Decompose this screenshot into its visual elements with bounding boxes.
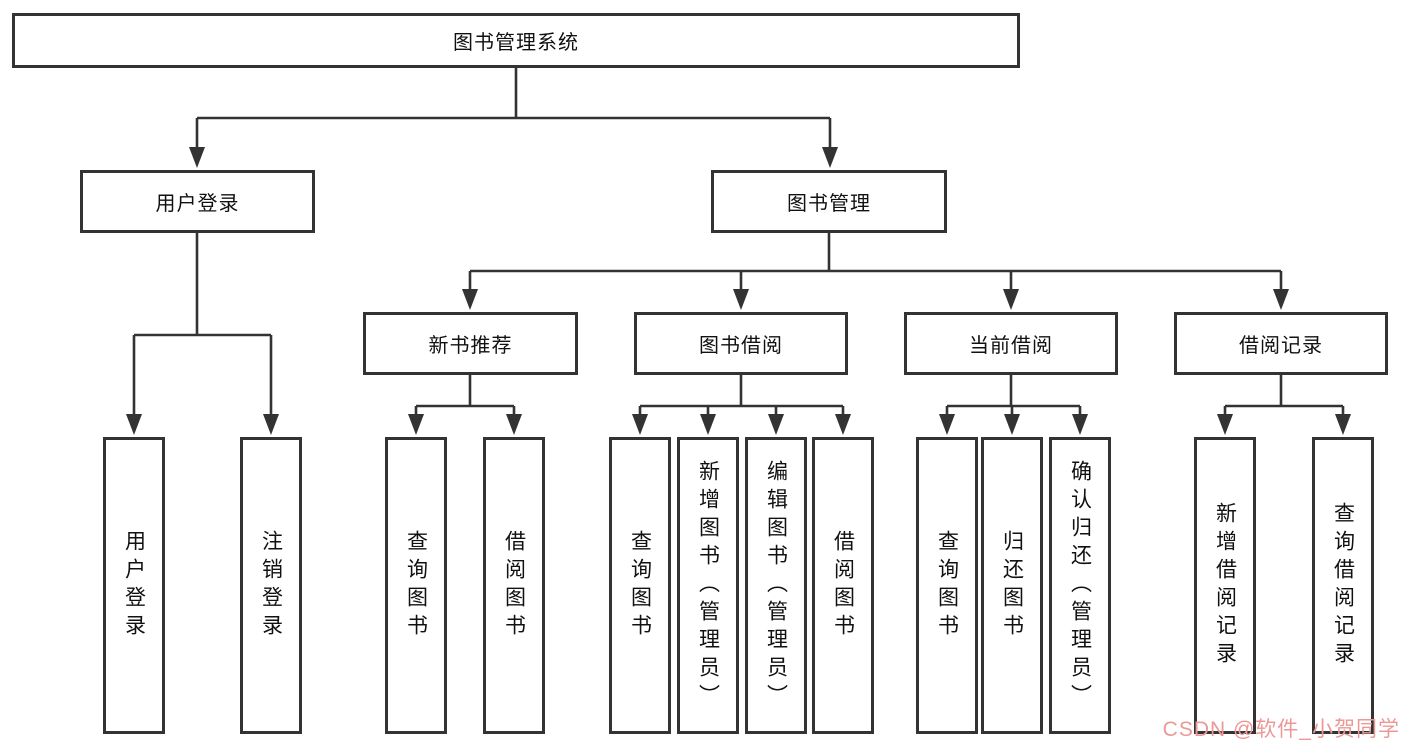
node-book-mgmt: 图书管理 bbox=[711, 170, 947, 233]
leaf-newbooks-query-books-label: 查询图书 bbox=[404, 529, 428, 642]
leaf-current-confirm-return-admin-label: 确认归还（管理员） bbox=[1068, 459, 1092, 712]
leaf-records-add-record-label: 新增借阅记录 bbox=[1213, 501, 1237, 670]
leaf-borrow-query-books-label: 查询图书 bbox=[628, 529, 652, 642]
leaf-borrow-edit-books-admin: 编辑图书（管理员） bbox=[745, 437, 807, 734]
node-current-borrow: 当前借阅 bbox=[904, 312, 1118, 375]
node-borrow-records-label: 借阅记录 bbox=[1239, 335, 1323, 357]
arrowhead bbox=[1003, 289, 1019, 310]
leaf-logout: 注销登录 bbox=[240, 437, 302, 734]
arrowhead bbox=[822, 147, 838, 168]
arrowhead bbox=[1004, 414, 1020, 435]
node-current-borrow-label: 当前借阅 bbox=[969, 335, 1053, 357]
node-root-label: 图书管理系统 bbox=[453, 32, 579, 54]
csdn-watermark: CSDN @软件_小贺同学 bbox=[1162, 718, 1400, 741]
arrowhead bbox=[189, 147, 205, 168]
connector-current-borrow bbox=[939, 375, 1088, 435]
arrowhead bbox=[939, 414, 955, 435]
leaf-current-return-books-label: 归还图书 bbox=[1000, 529, 1024, 642]
leaf-current-query-books-label: 查询图书 bbox=[935, 529, 959, 642]
node-book-mgmt-label: 图书管理 bbox=[787, 193, 871, 215]
leaf-user-login: 用户登录 bbox=[103, 437, 165, 734]
arrowhead bbox=[733, 289, 749, 310]
node-book-borrow-label: 图书借阅 bbox=[699, 335, 783, 357]
leaf-borrow-query-books: 查询图书 bbox=[609, 437, 671, 734]
arrowhead bbox=[408, 414, 424, 435]
leaf-user-login-label: 用户登录 bbox=[122, 529, 146, 642]
leaf-current-confirm-return-admin: 确认归还（管理员） bbox=[1049, 437, 1111, 734]
leaf-records-add-record: 新增借阅记录 bbox=[1194, 437, 1256, 734]
connector-new-books bbox=[408, 375, 522, 435]
arrowhead bbox=[700, 414, 716, 435]
leaf-borrow-borrow-books-label: 借阅图书 bbox=[831, 529, 855, 642]
leaf-records-query-record-label: 查询借阅记录 bbox=[1331, 501, 1355, 670]
node-user-login: 用户登录 bbox=[80, 170, 315, 233]
connector-root bbox=[189, 68, 838, 168]
leaf-newbooks-borrow-books: 借阅图书 bbox=[483, 437, 545, 734]
arrowhead bbox=[1217, 414, 1233, 435]
arrowhead bbox=[506, 414, 522, 435]
leaf-newbooks-borrow-books-label: 借阅图书 bbox=[502, 529, 526, 642]
node-new-books: 新书推荐 bbox=[363, 312, 578, 375]
connector-user-login bbox=[126, 233, 279, 435]
leaf-borrow-add-books-admin: 新增图书（管理员） bbox=[677, 437, 739, 734]
arrowhead bbox=[632, 414, 648, 435]
arrowhead bbox=[1273, 289, 1289, 310]
leaf-borrow-add-books-admin-label: 新增图书（管理员） bbox=[696, 459, 720, 712]
leaf-borrow-borrow-books: 借阅图书 bbox=[812, 437, 874, 734]
node-new-books-label: 新书推荐 bbox=[428, 335, 513, 357]
connector-borrow-records bbox=[1217, 375, 1351, 435]
arrowhead bbox=[263, 414, 279, 435]
node-borrow-records: 借阅记录 bbox=[1174, 312, 1388, 375]
leaf-borrow-edit-books-admin-label: 编辑图书（管理员） bbox=[764, 459, 788, 712]
arrowhead bbox=[462, 289, 478, 310]
leaf-logout-label: 注销登录 bbox=[259, 529, 283, 642]
node-root: 图书管理系统 bbox=[12, 13, 1020, 68]
connector-book-mgmt bbox=[462, 233, 1289, 310]
leaf-current-return-books: 归还图书 bbox=[981, 437, 1043, 734]
leaf-records-query-record: 查询借阅记录 bbox=[1312, 437, 1374, 734]
arrowhead bbox=[126, 414, 142, 435]
arrowhead bbox=[835, 414, 851, 435]
node-book-borrow: 图书借阅 bbox=[634, 312, 848, 375]
leaf-newbooks-query-books: 查询图书 bbox=[385, 437, 447, 734]
arrowhead bbox=[768, 414, 784, 435]
node-user-login-label: 用户登录 bbox=[155, 193, 240, 215]
arrowhead bbox=[1072, 414, 1088, 435]
connector-book-borrow bbox=[632, 375, 851, 435]
arrowhead bbox=[1335, 414, 1351, 435]
leaf-current-query-books: 查询图书 bbox=[916, 437, 978, 734]
